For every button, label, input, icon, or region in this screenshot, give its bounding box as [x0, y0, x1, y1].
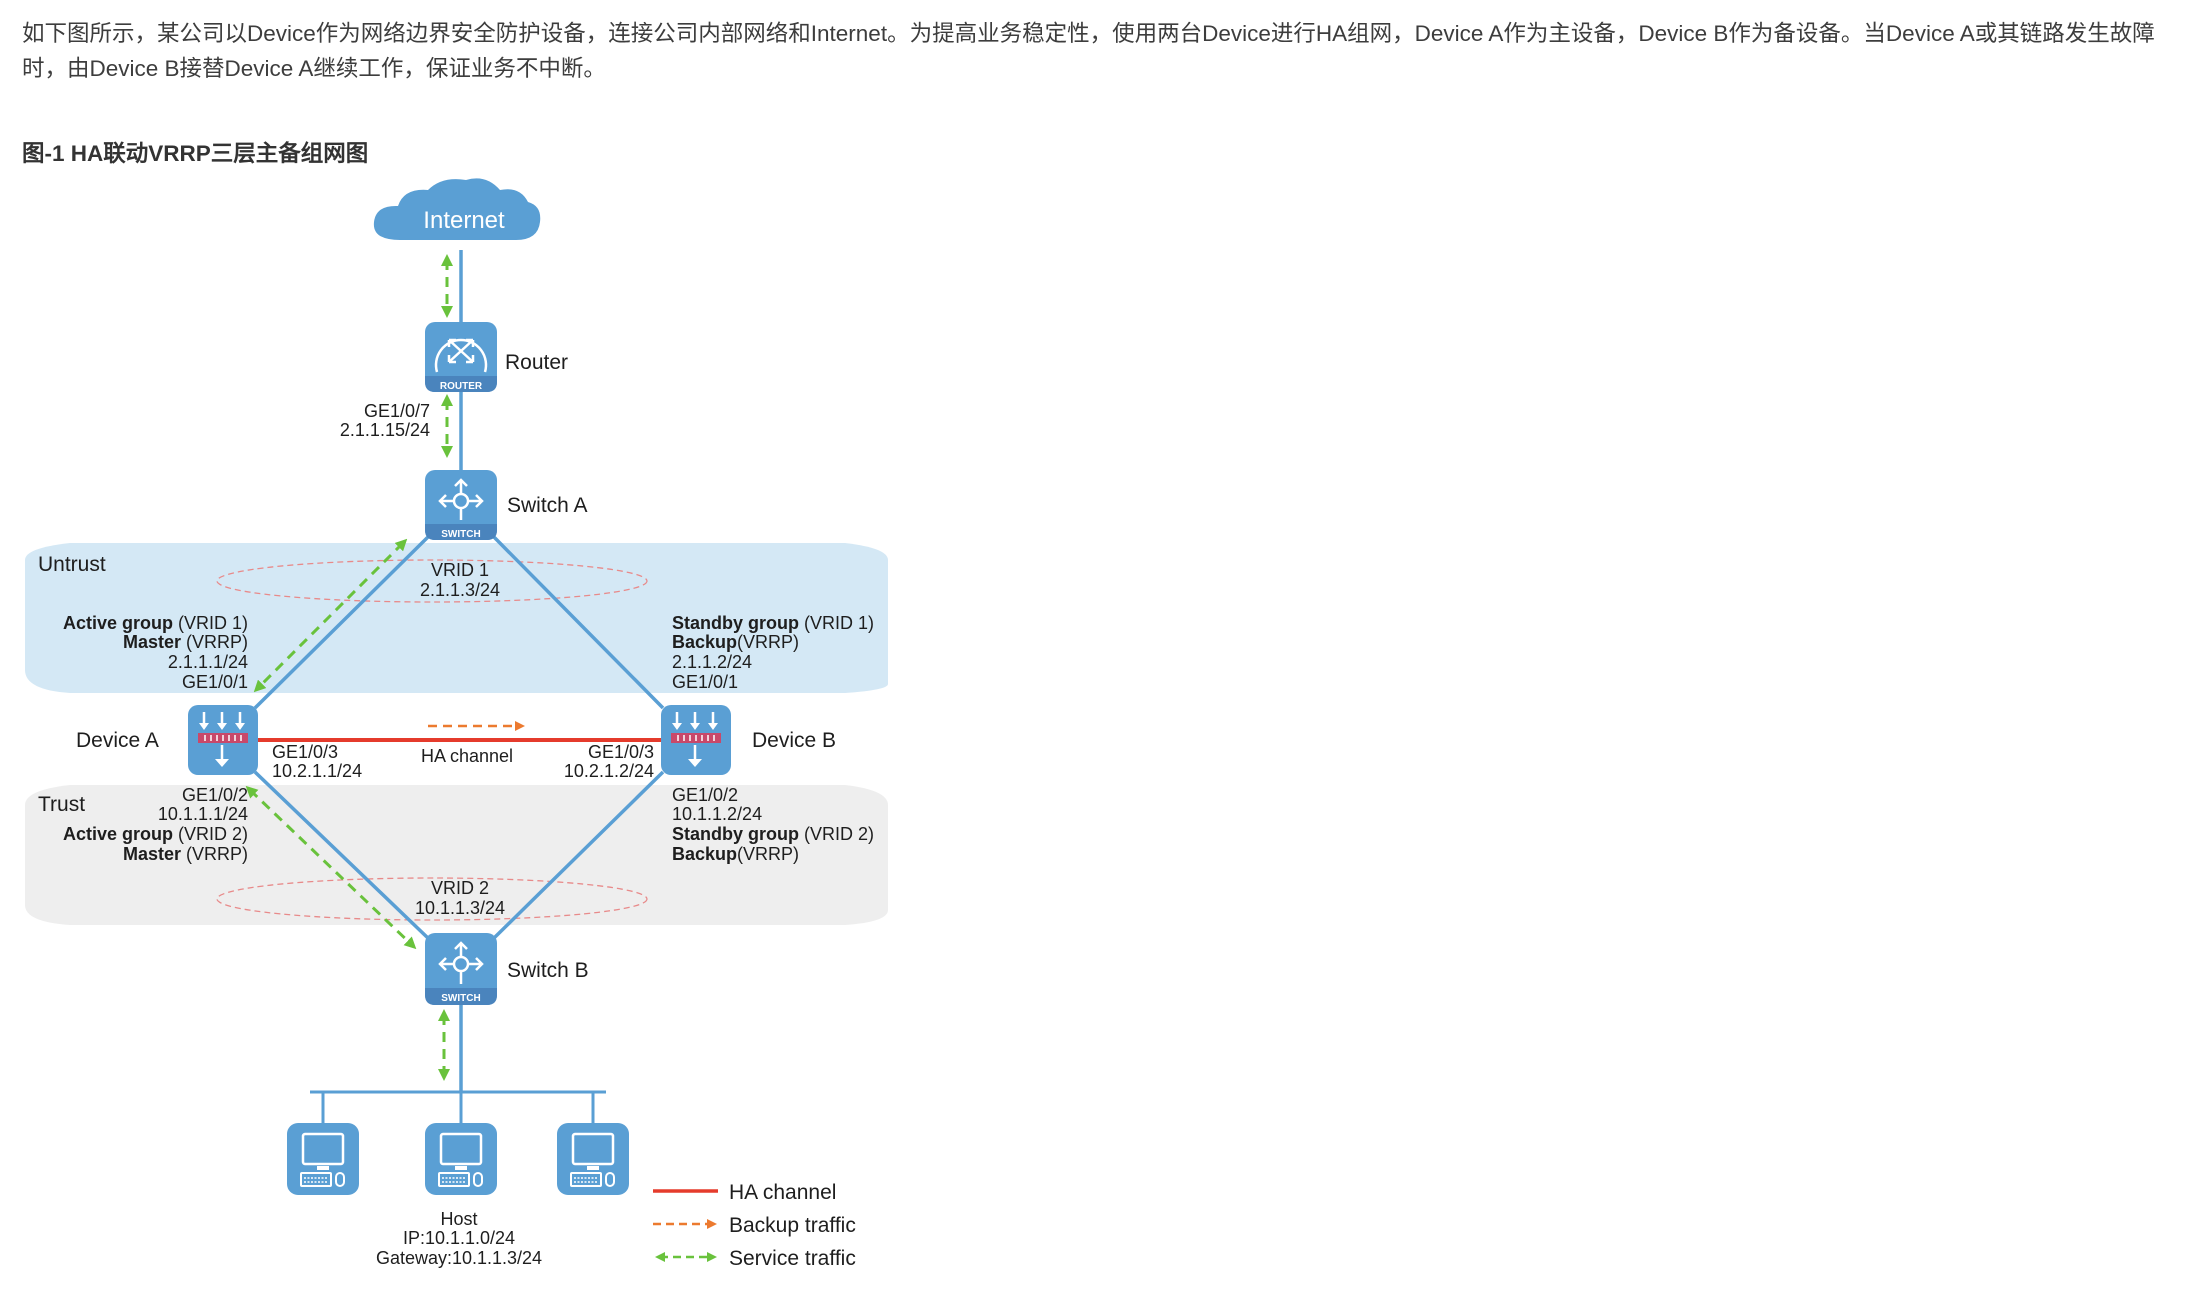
service-arrow-device-a-switch-b	[245, 785, 417, 950]
switch-b-label: Switch B	[507, 959, 589, 982]
router-port: GE1/0/7	[364, 401, 430, 421]
device-b-ha-port: GE1/0/3	[588, 742, 654, 762]
device-b-vrid2-role: Backup(VRRP)	[672, 844, 799, 864]
host-gateway: Gateway:10.1.1.3/24	[376, 1248, 542, 1268]
ha-channel-label: HA channel	[421, 746, 513, 766]
switch-b-node: SWITCH	[425, 933, 497, 1005]
zone-trust-label: Trust	[38, 793, 85, 816]
hosts	[287, 1123, 629, 1195]
host-label: Host	[440, 1209, 477, 1229]
vrid2-ring	[216, 877, 648, 921]
legend: HA channel Backup traffic Service traffi…	[653, 1181, 856, 1270]
device-b-down-ip: 10.1.1.2/24	[672, 804, 762, 824]
device-a-ha-ip: 10.2.1.1/24	[272, 761, 362, 781]
host-ip: IP:10.1.1.0/24	[403, 1228, 515, 1248]
firewall-icon	[199, 712, 245, 767]
vrid1-ring	[216, 559, 648, 603]
device-b-up-ip: 2.1.1.2/24	[672, 652, 752, 672]
switch-a-node: SWITCH	[425, 470, 497, 540]
switch-icon	[438, 941, 484, 984]
switch-b-badge: SWITCH	[441, 993, 480, 1004]
router-label: Router	[505, 351, 568, 374]
firewall-icon	[672, 712, 718, 767]
switch-a-label: Switch A	[507, 494, 588, 517]
device-a-up-ip: 2.1.1.1/24	[168, 652, 248, 672]
device-a-vrid2-role: Master (VRRP)	[123, 844, 248, 864]
cloud-icon	[373, 178, 541, 240]
device-b-vrid1-group: Standby group (VRID 1)	[672, 613, 874, 633]
figure-title: 图-1 HA联动VRRP三层主备组网图	[22, 141, 369, 166]
internet-label: Internet	[423, 207, 505, 234]
zone-untrust-label: Untrust	[38, 553, 106, 576]
device-b-up-port: GE1/0/1	[672, 672, 738, 692]
legend-ha-label: HA channel	[729, 1181, 836, 1204]
link-device-b-switch-b	[490, 770, 665, 942]
device-a-ha-port: GE1/0/3	[272, 742, 338, 762]
device-a-label: Device A	[76, 729, 159, 752]
router-node: ROUTER	[425, 322, 497, 392]
router-badge: ROUTER	[440, 381, 483, 392]
device-b-down-port: GE1/0/2	[672, 785, 738, 805]
link-switch-a-device-b	[490, 533, 665, 710]
device-b-vrid2-group: Standby group (VRID 2)	[672, 824, 874, 844]
device-a-vrid2-group: Active group (VRID 2)	[63, 824, 248, 844]
vrid1-ip: 2.1.1.3/24	[420, 580, 500, 600]
switch-icon	[438, 478, 484, 520]
host-computer-icon	[287, 1123, 359, 1195]
device-b-ha-ip: 10.2.1.2/24	[564, 761, 654, 781]
device-b-label: Device B	[752, 729, 836, 752]
device-a-node	[188, 705, 258, 775]
device-a-vrid1-group: Active group (VRID 1)	[63, 613, 248, 633]
device-a-down-port: GE1/0/2	[182, 785, 248, 805]
service-arrow-switch-a-device-a	[253, 538, 408, 693]
host-computer-icon	[557, 1123, 629, 1195]
untrust-zone	[25, 543, 888, 693]
legend-service-label: Service traffic	[729, 1247, 856, 1270]
vrid1-name: VRID 1	[431, 560, 489, 580]
device-b-node	[661, 705, 731, 775]
legend-backup-label: Backup traffic	[729, 1214, 856, 1237]
device-a-up-port: GE1/0/1	[182, 672, 248, 692]
device-a-down-ip: 10.1.1.1/24	[158, 804, 248, 824]
switch-a-badge: SWITCH	[441, 529, 480, 540]
vrid2-ip: 10.1.1.3/24	[415, 898, 505, 918]
internet-cloud: Internet	[373, 178, 541, 240]
device-b-vrid1-role: Backup(VRRP)	[672, 632, 799, 652]
device-a-vrid1-role: Master (VRRP)	[123, 632, 248, 652]
vrid2-name: VRID 2	[431, 878, 489, 898]
intro-paragraph: 如下图所示，某公司以Device作为网络边界安全防护设备，连接公司内部网络和In…	[22, 21, 2155, 81]
router-icon	[434, 338, 488, 373]
host-computer-icon	[425, 1123, 497, 1195]
service-traffic	[245, 254, 453, 1081]
router-ip: 2.1.1.15/24	[340, 420, 430, 440]
